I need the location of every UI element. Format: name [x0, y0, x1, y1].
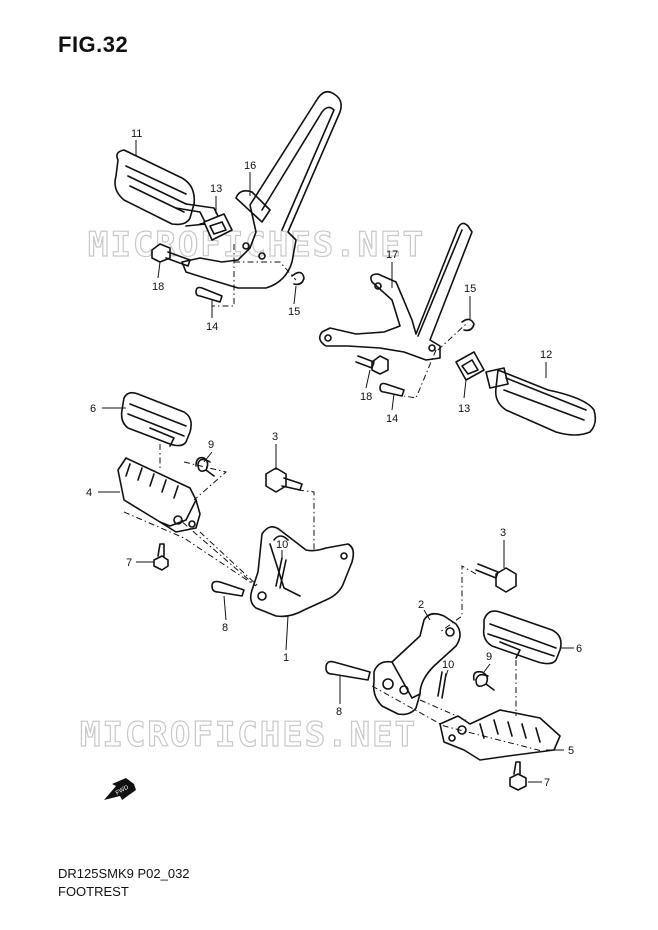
- callout-13-right: 13: [458, 403, 470, 415]
- callout-5: 5: [568, 745, 574, 757]
- callout-7-left: 7: [126, 557, 132, 569]
- callout-18-top: 18: [152, 281, 164, 293]
- spring-9-left: [195, 456, 215, 477]
- rubber-6-left: [120, 391, 192, 447]
- bolt-7-right: [509, 761, 527, 791]
- bracket-17: [318, 222, 473, 361]
- figure-name: FOOTREST: [58, 884, 129, 899]
- spring-9-right: [472, 670, 495, 691]
- callout-10-left: 10: [276, 539, 288, 551]
- pin-8-right: [325, 660, 371, 681]
- callout-9-left: 9: [208, 439, 214, 451]
- bolt-18-top: [151, 243, 191, 267]
- bolt-7-left: [153, 543, 169, 571]
- callout-17: 17: [386, 249, 398, 261]
- callout-16: 16: [244, 160, 256, 172]
- callout-4: 4: [86, 487, 92, 499]
- callout-18-right: 18: [360, 391, 372, 403]
- damper-13-top: [203, 213, 233, 241]
- bracket-2: [372, 612, 461, 716]
- callout-1: 1: [283, 652, 289, 664]
- bolt-18-right: [355, 355, 389, 375]
- bracket-16: [181, 90, 342, 289]
- split-pin-10-right: [437, 671, 447, 699]
- callout-3-left: 3: [272, 431, 278, 443]
- callout-9-right: 9: [486, 651, 492, 663]
- callout-3-right: 3: [500, 527, 506, 539]
- callout-15-right: 15: [464, 283, 476, 295]
- callout-10-right: 10: [442, 659, 454, 671]
- callout-11: 11: [131, 128, 142, 140]
- callout-6-right: 6: [576, 643, 582, 655]
- footpeg-12: [485, 367, 597, 436]
- split-pin-10-left: [275, 557, 287, 589]
- pin-8-left: [211, 580, 245, 597]
- callout-13-top: 13: [210, 183, 222, 195]
- callout-8-left: 8: [222, 622, 228, 634]
- clip-15-top: [291, 271, 305, 286]
- bolt-3-left: [265, 467, 303, 493]
- callout-6-left: 6: [90, 403, 96, 415]
- footpeg-11: [114, 149, 221, 227]
- callout-14-top: 14: [206, 321, 218, 333]
- rubber-6-right: [482, 610, 562, 665]
- callout-14-right: 14: [386, 413, 398, 425]
- bracket-1: [249, 526, 355, 618]
- callout-7-right: 7: [544, 777, 550, 789]
- figure-code: DR125SMK9 P02_032: [58, 866, 190, 881]
- footpeg-4: [117, 457, 201, 533]
- callout-8-right: 8: [336, 706, 342, 718]
- damper-13-right: [455, 351, 485, 381]
- pin-14-right: [379, 382, 405, 397]
- callout-15-top: 15: [288, 306, 300, 318]
- watermark-bottom: MICROFICHES.NET: [80, 715, 417, 755]
- fwd-arrow-icon: FWD: [104, 778, 136, 800]
- bolt-3-right: [475, 563, 517, 593]
- callout-12: 12: [540, 349, 552, 361]
- callout-2: 2: [418, 599, 424, 611]
- pin-14-top: [195, 286, 223, 303]
- clip-15-right: [461, 318, 475, 332]
- figure-title: FIG.32: [58, 32, 129, 57]
- footpeg-5: [439, 709, 561, 761]
